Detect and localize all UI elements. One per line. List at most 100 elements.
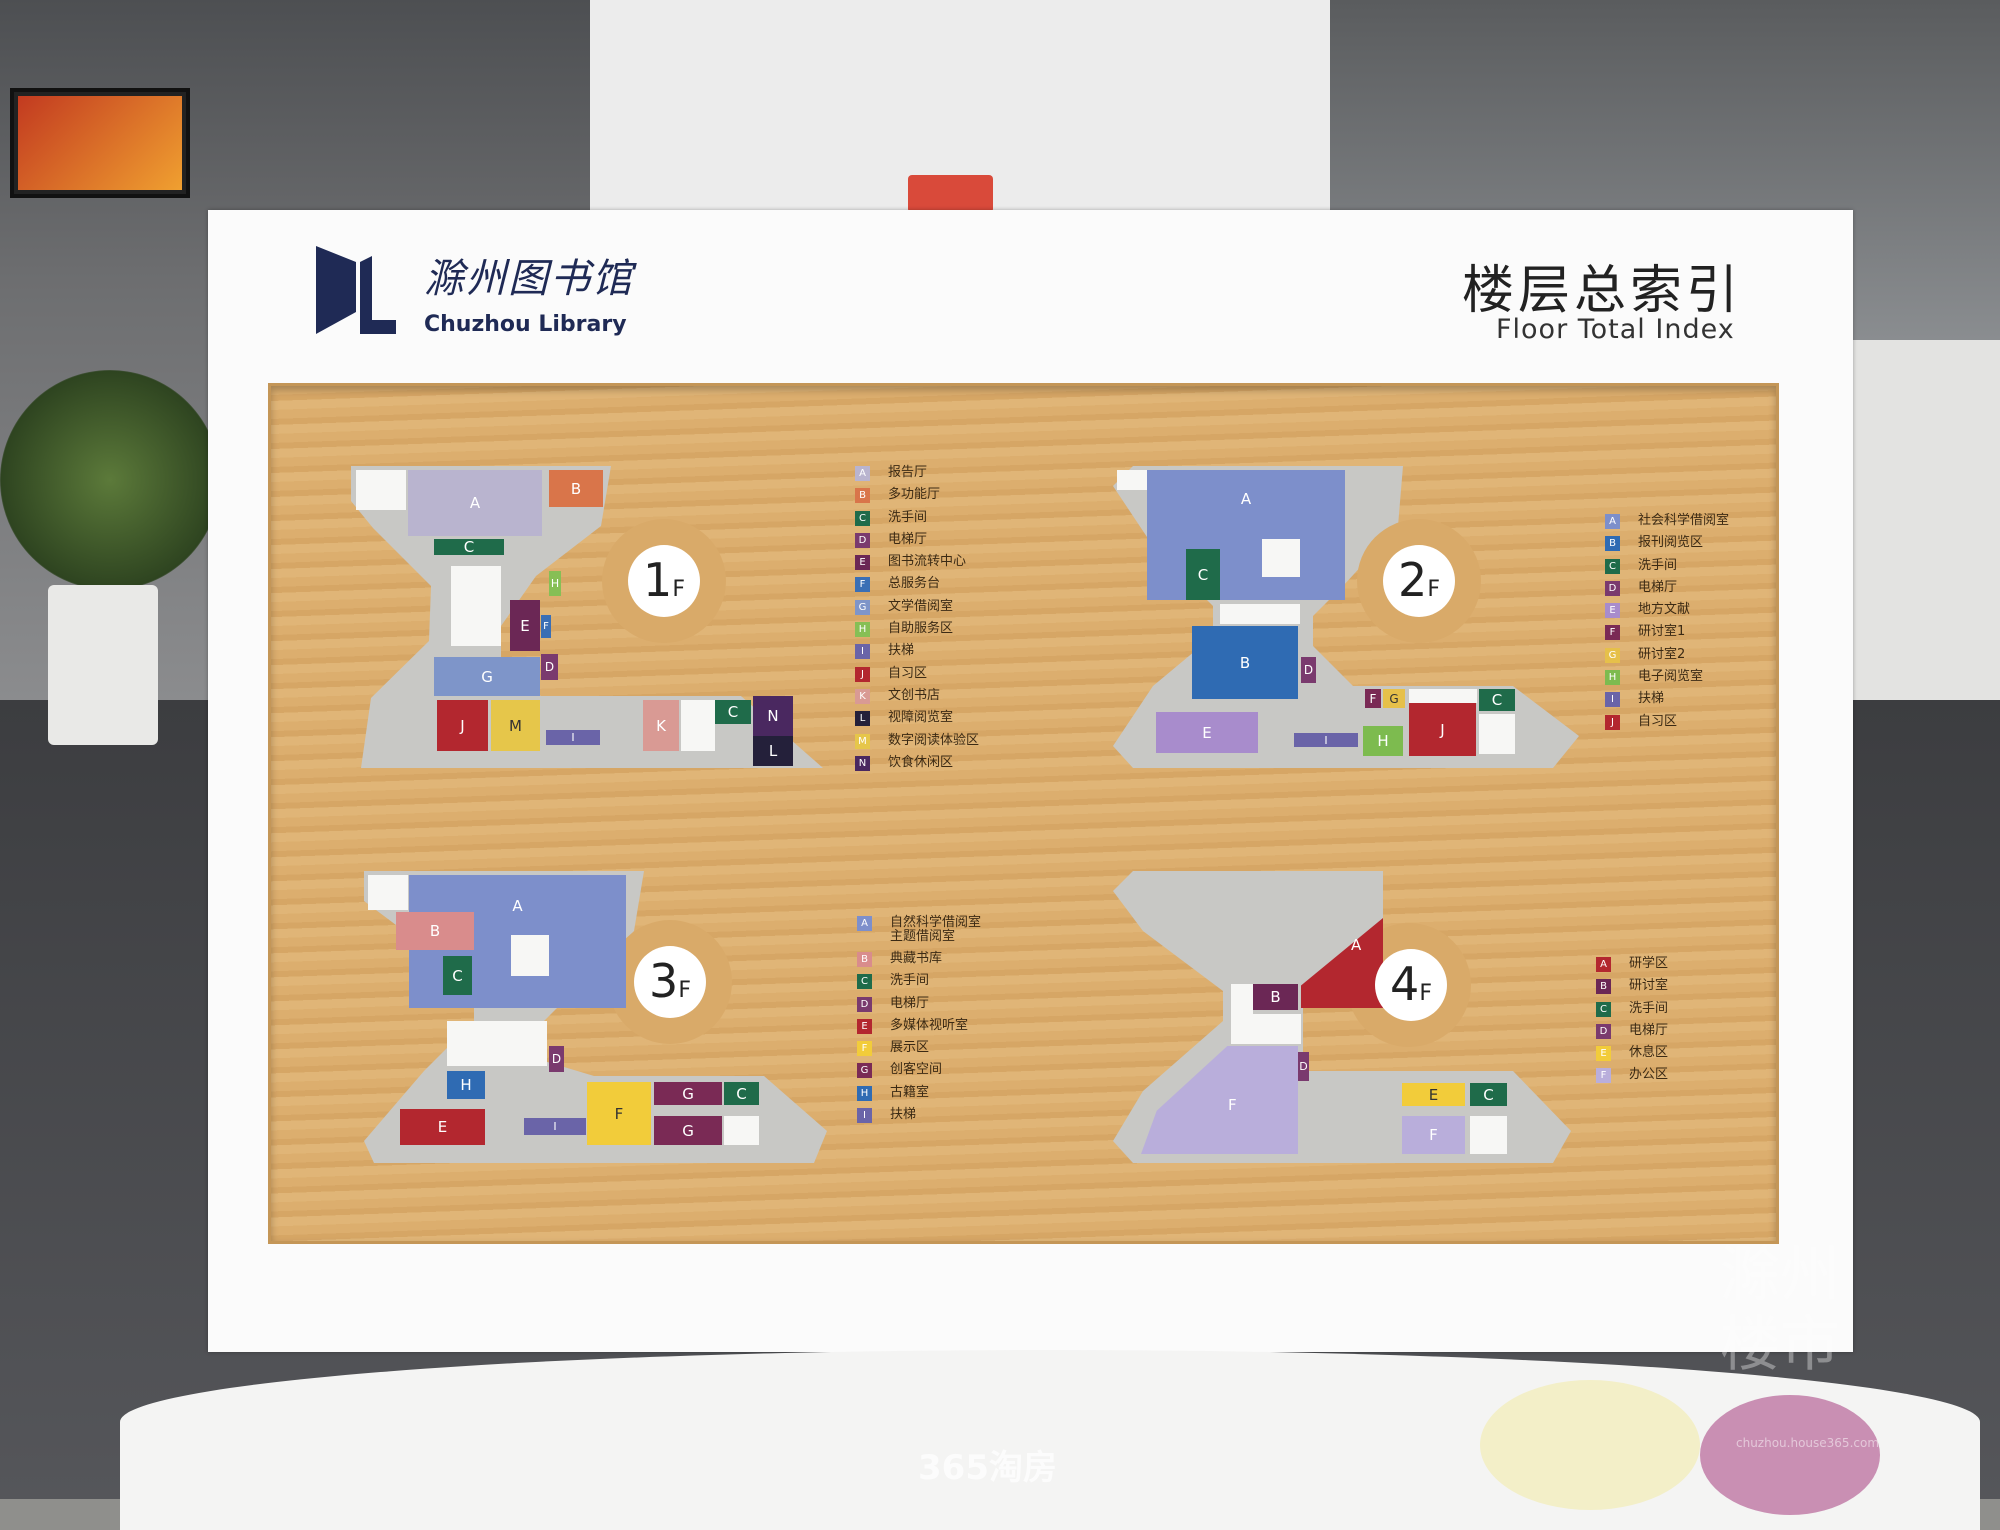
unlabeled-room bbox=[451, 566, 501, 646]
sign-title-chinese: 楼层总索引 bbox=[1462, 261, 1743, 321]
legend-swatch: L bbox=[855, 711, 870, 727]
room-j: J bbox=[437, 700, 488, 751]
legend-label: 报刊阅览区 bbox=[1638, 535, 1704, 551]
legend-item: E 图书流转中心 bbox=[855, 555, 979, 577]
room-a: A bbox=[1147, 470, 1345, 600]
room-a: A bbox=[408, 470, 542, 536]
legend-swatch: G bbox=[855, 599, 870, 615]
legend-swatch: E bbox=[855, 555, 870, 571]
legend-swatch: B bbox=[855, 488, 870, 504]
unlabeled-room bbox=[1262, 539, 1300, 577]
decor-leaf bbox=[1700, 1395, 1880, 1515]
floor-number: 2 bbox=[1398, 553, 1428, 607]
legend-swatch: C bbox=[1605, 558, 1620, 574]
room-f: F bbox=[1228, 1096, 1237, 1114]
legend-swatch: C bbox=[855, 510, 870, 526]
legend-item: D 电梯厅 bbox=[855, 531, 979, 555]
legend-swatch: D bbox=[1596, 1023, 1611, 1039]
watermark-corner: 滁州楼市 bbox=[1720, 1240, 1840, 1380]
legend-swatch: F bbox=[857, 1041, 872, 1057]
legend-swatch: A bbox=[1605, 514, 1620, 529]
legend-label: 展示区 bbox=[890, 1040, 930, 1056]
legend-label: 图书流转中心 bbox=[888, 554, 967, 570]
room-f: F bbox=[1365, 689, 1381, 708]
legend-label: 洗手间 bbox=[1629, 1000, 1669, 1016]
room-d: D bbox=[1298, 1052, 1309, 1081]
room-n: N bbox=[753, 696, 793, 736]
room-e: E bbox=[400, 1109, 485, 1145]
legend-swatch: A bbox=[855, 466, 870, 481]
legend-swatch: I bbox=[1605, 692, 1620, 708]
room-c: C bbox=[1470, 1083, 1507, 1106]
unlabeled-room bbox=[368, 875, 408, 910]
legend-swatch: C bbox=[857, 974, 872, 990]
tv-screen bbox=[18, 96, 182, 190]
legend-label: 文创书店 bbox=[888, 687, 941, 703]
room-b: B bbox=[1253, 984, 1298, 1010]
room-e: E bbox=[1156, 712, 1258, 753]
legend-label: 电梯厅 bbox=[888, 531, 928, 547]
floor-number: 1 bbox=[643, 553, 673, 607]
watermark-site: 365淘房 bbox=[918, 1448, 1057, 1488]
unlabeled-room bbox=[511, 935, 549, 976]
legend-label: 电子阅览室 bbox=[1638, 669, 1704, 685]
legend-swatch: K bbox=[855, 688, 870, 704]
legend-swatch: F bbox=[1605, 625, 1620, 641]
unlabeled-room bbox=[447, 1021, 547, 1066]
floor-suffix: F bbox=[1419, 981, 1432, 1006]
legend-swatch: D bbox=[855, 532, 870, 548]
legend-swatch: J bbox=[1605, 714, 1620, 730]
logo-mark-icon bbox=[316, 246, 396, 334]
unlabeled-room bbox=[356, 470, 406, 510]
room-h: H bbox=[1363, 726, 1403, 756]
legend-label: 电梯厅 bbox=[1629, 1022, 1669, 1038]
unlabeled-room bbox=[1231, 984, 1253, 1014]
legend-swatch: F bbox=[1596, 1068, 1611, 1084]
legend-swatch: N bbox=[855, 755, 870, 771]
room-c: C bbox=[1186, 549, 1220, 600]
legend-swatch: D bbox=[857, 996, 872, 1012]
legend-label: 报告厅 bbox=[888, 465, 928, 480]
room-b: B bbox=[396, 912, 474, 950]
legend-swatch: H bbox=[1605, 670, 1620, 686]
room-c2: C bbox=[715, 700, 751, 724]
floor-suffix: F bbox=[1427, 577, 1440, 602]
legend-swatch: B bbox=[857, 952, 872, 967]
room-d: D bbox=[549, 1046, 564, 1072]
legend-label: 办公区 bbox=[1629, 1067, 1669, 1083]
legend-swatch: H bbox=[855, 622, 870, 638]
legend-label: 自习区 bbox=[888, 665, 928, 681]
potted-plant bbox=[0, 370, 220, 590]
room-e: E bbox=[1402, 1083, 1465, 1106]
room-g: G bbox=[1383, 689, 1405, 708]
legend-swatch: A bbox=[1596, 957, 1611, 972]
room-e: E bbox=[510, 600, 540, 651]
legend-item: D 电梯厅 bbox=[1596, 1022, 1669, 1046]
legend-label: 研讨室 bbox=[1629, 978, 1669, 994]
room-c: C bbox=[443, 956, 472, 995]
plant-pot bbox=[48, 585, 158, 745]
legend-label: 古籍室 bbox=[890, 1084, 930, 1100]
